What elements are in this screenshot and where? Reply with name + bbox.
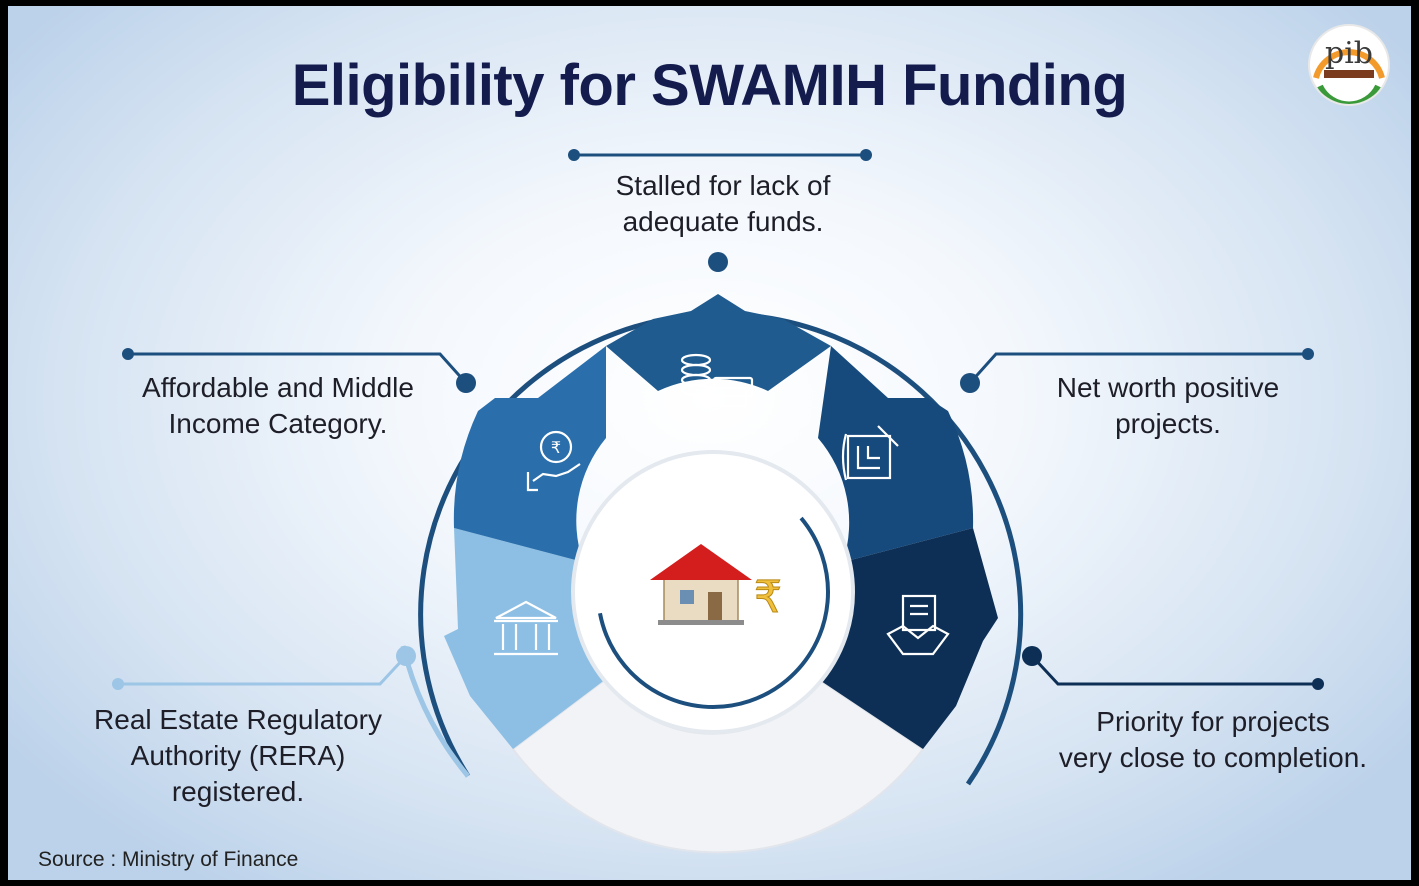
- pib-logo: pib: [1308, 24, 1390, 106]
- segment-networth: [818, 346, 974, 562]
- criterion-networth-label: Net worth positive projects.: [1056, 372, 1280, 439]
- criterion-funds-label: Stalled for lack of adequate funds.: [615, 170, 831, 237]
- house-rupee-icon: ₹: [650, 544, 783, 625]
- svg-text:₹: ₹: [754, 572, 782, 623]
- criterion-rera-label: Real Estate Regulatory Authority (RERA) …: [94, 704, 382, 807]
- hand-rupee-icon: ₹: [526, 430, 581, 492]
- connector-networth: [960, 348, 1314, 393]
- wheel: [444, 294, 998, 854]
- connector-affordable: [122, 348, 476, 393]
- connector-priority: [1022, 646, 1324, 690]
- infographic-canvas: Eligibility for SWAMIH Funding pib: [8, 6, 1411, 880]
- pib-logo-mark: [1313, 49, 1385, 104]
- blueprint-icon: [841, 425, 899, 481]
- coins-stack-icon: [680, 353, 754, 408]
- segment-rera: [444, 528, 606, 749]
- criterion-affordable-label: Affordable and Middle Income Category.: [142, 372, 414, 439]
- connector-funds: [568, 149, 872, 272]
- source-note: Source : Ministry of Finance: [38, 848, 299, 871]
- criterion-priority-label: Priority for projects very close to comp…: [1058, 706, 1368, 773]
- segment-funds: [606, 294, 831, 391]
- connector-lines: [112, 149, 1324, 690]
- bank-building-icon: [494, 600, 558, 656]
- connector-rera: [112, 646, 416, 690]
- svg-text:₹: ₹: [551, 438, 561, 457]
- segment-affordable: [453, 346, 606, 562]
- pib-logo-text: pib: [1324, 36, 1373, 71]
- segment-priority: [818, 528, 998, 749]
- eligibility-diagram: ₹ ₹: [112, 149, 1324, 854]
- handshake-document-icon: [886, 594, 950, 656]
- page-title: Eligibility for SWAMIH Funding: [291, 53, 1128, 118]
